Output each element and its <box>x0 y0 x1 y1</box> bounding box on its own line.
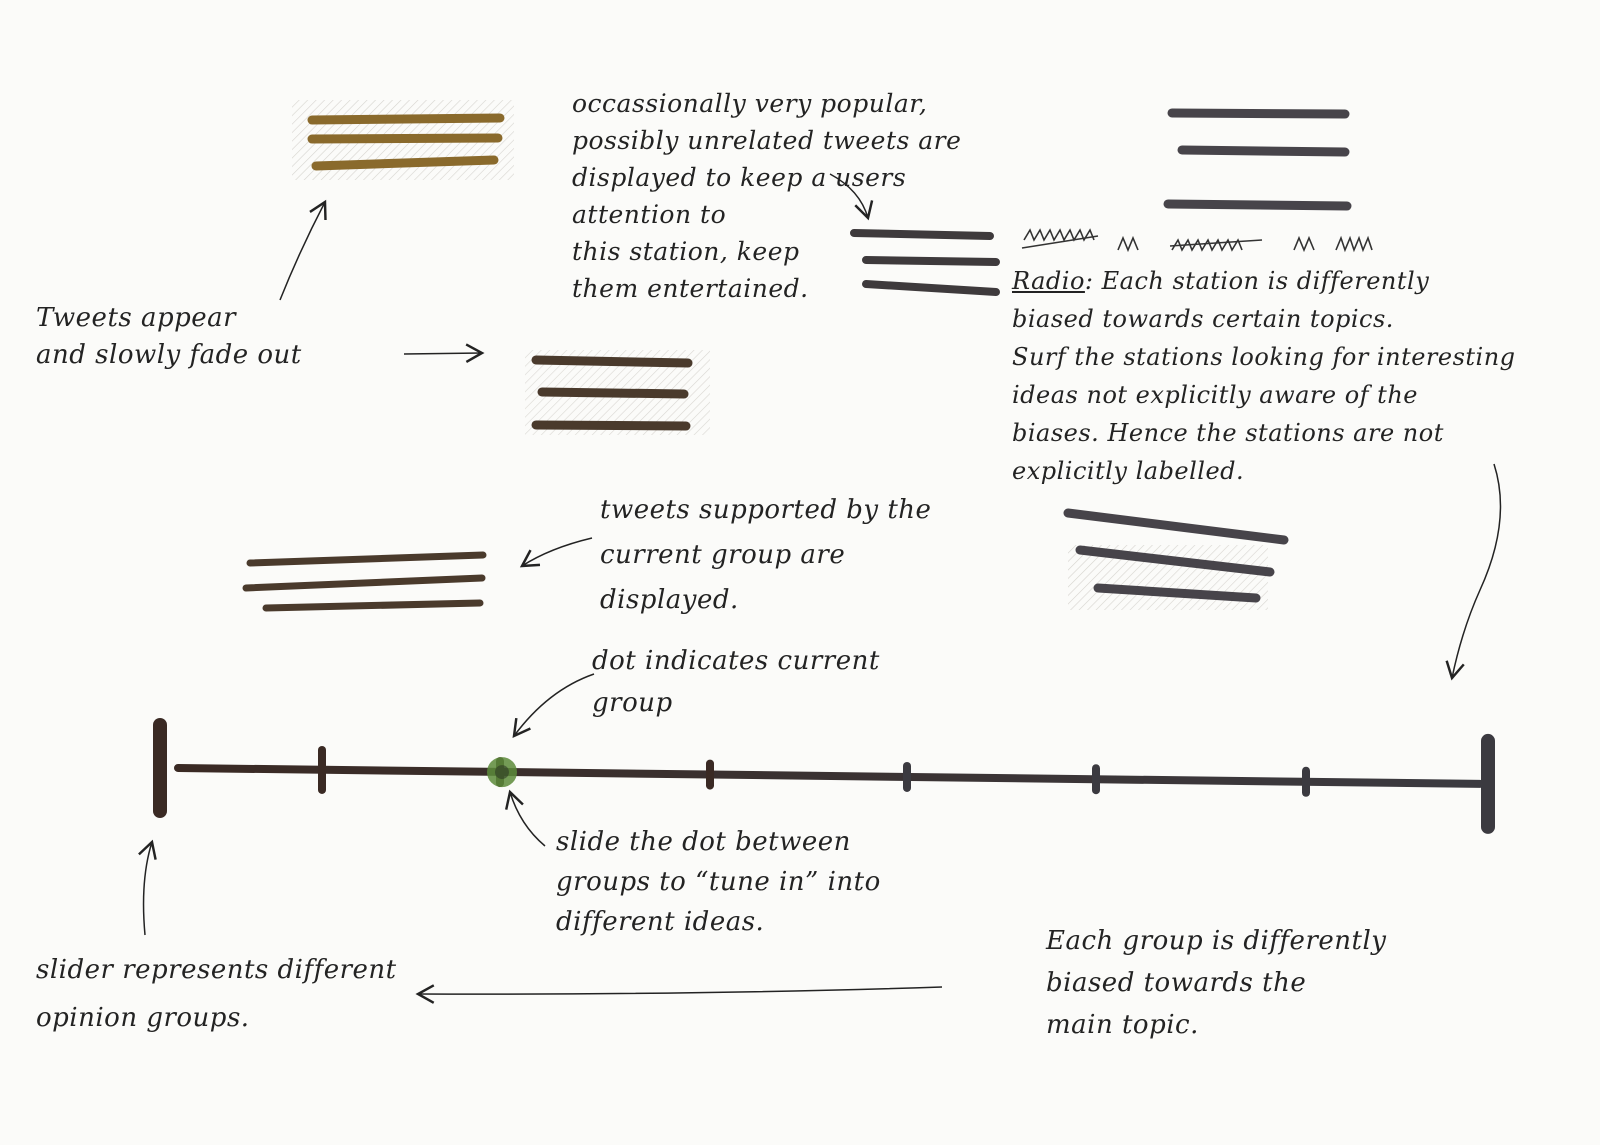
faded-tweet-gold-icon <box>292 100 514 180</box>
current-group-tweet-icon <box>242 551 487 612</box>
arrow-to-current-tweets <box>519 537 593 568</box>
note-slider-represents: slider represents different opinion grou… <box>36 955 397 1033</box>
arrow-to-middle-tweet <box>403 343 485 364</box>
arrow-to-current-dot <box>512 673 595 739</box>
popular-tweets-text: occassionally very popular, possibly unr… <box>572 89 962 303</box>
tweet-grey-top-right-icon <box>1163 108 1352 211</box>
group-tick[interactable] <box>318 745 326 794</box>
slider-track[interactable] <box>174 764 1484 788</box>
popular-tweet-icon <box>850 229 1000 296</box>
arrow-to-slider-end <box>138 839 157 936</box>
radio-label: Radio <box>1012 267 1085 295</box>
note-slide-dot: slide the dot between groups to “tune in… <box>556 827 881 937</box>
note-tweets-supported: tweets supported by the current group ar… <box>600 495 932 615</box>
group-tick[interactable] <box>903 761 911 792</box>
slider-end-stop[interactable] <box>153 718 167 818</box>
opinion-group-slider[interactable] <box>153 718 1495 834</box>
scribbled-out-text <box>1021 228 1373 253</box>
arrow-to-popular-tweet <box>829 173 874 221</box>
arrow-to-faded-tweet <box>279 199 327 301</box>
note-tweets-appear: Tweets appear and slowly fade out <box>36 303 302 370</box>
slider-end-stop[interactable] <box>1481 733 1495 834</box>
faded-tweet-brown-icon <box>525 350 710 435</box>
group-tick[interactable] <box>1302 766 1310 797</box>
note-radio: Radio: Each station is differently biase… <box>1012 262 1597 490</box>
note-each-group: Each group is differently biased towards… <box>1046 926 1387 1040</box>
note-popular-tweets: occassionally very popular, possibly unr… <box>572 48 1042 307</box>
radio-text: : Each station is differently biased tow… <box>1012 267 1516 485</box>
arrow-from-dot-note <box>505 789 546 847</box>
arrow-from-radio-note <box>1445 463 1502 681</box>
note-dot-indicates: dot indicates current group <box>592 646 880 718</box>
group-tick[interactable] <box>1092 764 1100 795</box>
current-group-dot-core <box>495 765 509 780</box>
group-tick[interactable] <box>706 759 714 790</box>
arrow-to-slider-note <box>415 984 943 1004</box>
arrows <box>138 173 1502 1004</box>
faded-tweet-grey-icon <box>1063 508 1289 610</box>
